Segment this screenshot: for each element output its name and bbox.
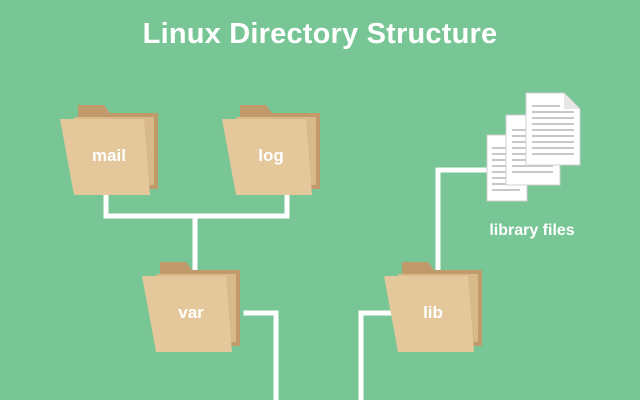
folder-var[interactable] xyxy=(142,262,240,352)
page-title: Linux Directory Structure xyxy=(142,18,498,50)
folder-label-var: var xyxy=(178,303,204,322)
folder-lib[interactable] xyxy=(384,262,482,352)
connector-lines xyxy=(103,167,490,400)
connector-lib-files xyxy=(435,167,490,271)
document-icon xyxy=(486,92,581,202)
folder-label-mail: mail xyxy=(91,146,127,165)
connector-mail-var xyxy=(103,187,198,271)
folder-log[interactable] xyxy=(222,105,320,195)
connector-log-var xyxy=(192,187,290,219)
folder-icon xyxy=(60,105,158,195)
connector-var-root xyxy=(243,310,279,400)
folder-label-lib: lib xyxy=(423,303,443,322)
library-files-label: library files xyxy=(489,222,575,239)
folder-icon xyxy=(384,262,482,352)
folder-icon xyxy=(222,105,320,195)
document-sheet-front xyxy=(525,92,581,166)
folder-label-log: log xyxy=(258,146,284,165)
folder-icon xyxy=(142,262,240,352)
connector-lib-root xyxy=(358,310,392,400)
folder-mail[interactable] xyxy=(60,105,158,195)
